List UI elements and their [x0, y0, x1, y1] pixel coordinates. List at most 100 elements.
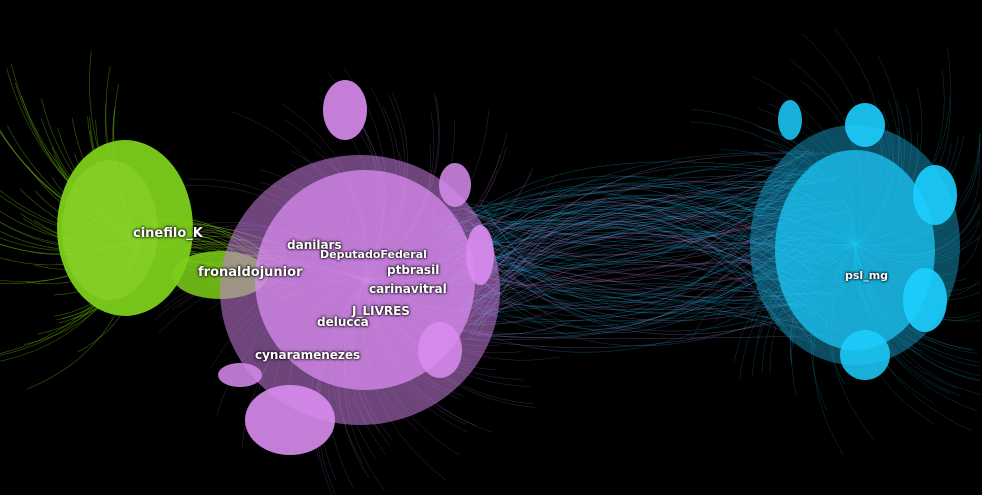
edge-pink-blue: [456, 220, 801, 275]
edge-pink-blue: [466, 218, 817, 307]
edge-pink-blue: [475, 235, 796, 311]
cluster-blue-lobe-top: [845, 103, 885, 147]
edge-pink-blue: [459, 254, 817, 314]
edge-pink-blue: [486, 210, 815, 314]
edge-pink-blue: [471, 298, 799, 310]
edge-pink-blue: [484, 224, 827, 299]
edge-pink-blue: [465, 218, 815, 324]
edge-pink-blue: [473, 229, 833, 327]
edge-pink-blue: [474, 335, 829, 339]
edge-pink-blue: [467, 258, 840, 353]
edge-pink-blue: [478, 231, 836, 315]
edge-pink-blue: [450, 211, 816, 317]
edge-pink-blue: [456, 200, 796, 263]
edge-pink-blue: [484, 283, 792, 320]
edge-pink-blue: [460, 175, 836, 215]
edge-pink-blue: [463, 164, 830, 330]
edge-pink-blue: [465, 241, 819, 340]
edge-pink-blue: [449, 185, 797, 221]
edge-pink-blue: [459, 160, 794, 270]
edge-pink-blue: [447, 180, 829, 242]
edge-pink-blue: [466, 255, 814, 305]
edge-pink-blue: [449, 168, 821, 261]
edge-pink-blue: [448, 163, 792, 212]
clusters-layer: [57, 80, 960, 455]
edge-pink-blue: [488, 196, 817, 295]
edge-pink-blue: [457, 212, 822, 308]
edge-pink-blue: [453, 204, 792, 232]
edge-pink-blue: [465, 165, 815, 317]
edge-pink-blue: [473, 149, 810, 244]
cluster-blue-body: [775, 150, 935, 350]
edge-pink-blue: [479, 189, 795, 345]
edge-pink-blue: [468, 172, 816, 269]
edge-pink-blue: [437, 183, 829, 247]
cluster-green-core: [62, 160, 158, 300]
edge-pink-blue: [477, 208, 825, 309]
edge-pink-blue: [485, 183, 805, 250]
edge-pink-blue: [477, 219, 811, 286]
edge-pink-blue: [482, 230, 804, 282]
edge-pink-blue: [464, 198, 804, 257]
edge-pink-blue: [439, 226, 837, 260]
edge-pink-blue: [483, 281, 804, 347]
edge-pink-blue: [448, 193, 816, 275]
edge-pink-blue: [455, 250, 825, 323]
edge-pink-blue: [467, 150, 849, 338]
edge-pink-blue: [459, 202, 816, 324]
edge-pink-blue: [457, 213, 817, 349]
edge-pink-blue: [483, 194, 830, 275]
cluster-blue-lobe-top-left: [778, 100, 802, 140]
edge-pink-blue: [467, 186, 813, 274]
edge-pink-blue: [459, 214, 817, 334]
edge-pink-blue: [460, 183, 815, 330]
edge-pink-blue: [473, 207, 820, 240]
edge-pink-blue: [476, 180, 807, 338]
edge-pink-blue: [481, 253, 815, 332]
edge-pink-blue: [449, 230, 792, 256]
edge-pink-blue: [485, 195, 828, 250]
edge-pink-blue: [485, 199, 848, 255]
edge-pink-blue: [480, 202, 799, 309]
edge-pink-blue: [453, 233, 841, 295]
cluster-blue-lobe-right: [913, 165, 957, 225]
edge-pink-blue: [440, 174, 814, 242]
edge-pink-blue: [486, 232, 814, 324]
edge-pink-blue: [485, 237, 834, 299]
edge-pink-blue: [478, 173, 839, 302]
edge-pink-blue: [466, 176, 797, 269]
edge-pink-blue: [487, 218, 807, 296]
edge-pink-blue: [478, 219, 828, 333]
cluster-blue-lobe-bottom: [840, 330, 890, 380]
edge-pink-blue: [484, 204, 823, 277]
cluster-pink-lobe-right-low: [418, 322, 462, 378]
edge-pink-blue: [477, 195, 799, 251]
edge-pink-blue: [461, 201, 822, 246]
edge-pink-blue: [474, 161, 843, 214]
edge-pink-blue: [475, 176, 842, 305]
cluster-pink-lobe-top: [323, 80, 367, 140]
edge-pink-blue: [469, 210, 833, 338]
edge-pink-blue: [430, 214, 836, 246]
cluster-pink-lobe-right: [466, 225, 494, 285]
edge-pink-blue: [456, 239, 796, 335]
cluster-pink-lobe-bottom: [245, 385, 335, 455]
edge-pink-blue: [465, 299, 793, 318]
edge-pink-blue: [444, 197, 817, 269]
edge-pink-blue: [472, 220, 823, 319]
cluster-pink-lobe-left: [218, 363, 262, 387]
edge-pink-blue: [458, 173, 796, 286]
edge-pink-blue: [470, 159, 829, 230]
edge-pink-blue: [432, 204, 796, 317]
edge-pink-blue: [472, 155, 832, 272]
edge-pink-blue: [470, 214, 801, 339]
edge-pink-blue: [453, 213, 840, 335]
edge-pink-blue: [472, 191, 824, 307]
edge-pink-blue: [462, 203, 792, 250]
cluster-pink: [218, 80, 500, 455]
edge-pink-blue: [471, 302, 796, 322]
edge-pink-blue: [487, 159, 798, 317]
cluster-green-disc: [57, 140, 193, 316]
